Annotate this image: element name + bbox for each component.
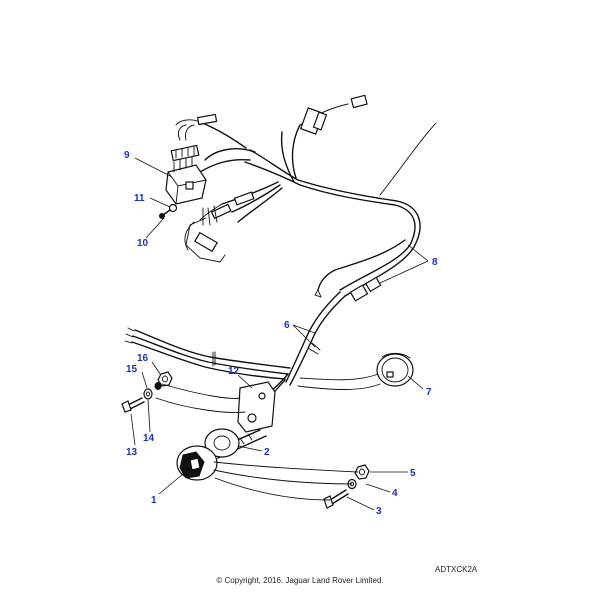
callout-5: 5 [410, 468, 416, 479]
screw-and-washer [159, 203, 178, 219]
diagram-reference-code: ADTXCK2A [435, 565, 478, 574]
callout-13: 13 [126, 447, 138, 458]
callout-14: 14 [143, 433, 155, 444]
callout-7: 7 [426, 387, 432, 398]
callout-8: 8 [432, 257, 438, 268]
switch-harness [124, 327, 321, 405]
callout-3: 3 [376, 506, 382, 517]
fixing-kit-right [323, 464, 370, 509]
copyright-notice: © Copyright, 2016. Jaguar Land Rover Lim… [216, 576, 384, 585]
switch-washer [204, 428, 240, 458]
callout-12: 12 [228, 366, 240, 377]
callout-11: 11 [134, 193, 145, 204]
switch-assembly [176, 445, 218, 481]
assembly-lines [155, 373, 381, 501]
callout-6: 6 [284, 320, 290, 331]
callout-leaders [130, 157, 429, 511]
relay-unit [165, 124, 207, 205]
fixing-kit-left [121, 371, 173, 413]
callout-4: 4 [392, 488, 398, 499]
callout-15: 15 [126, 364, 138, 375]
callout-10: 10 [137, 238, 149, 249]
callout-16: 16 [137, 353, 149, 364]
main-wiring-harness [175, 94, 437, 386]
callout-1: 1 [151, 495, 157, 506]
callout-9: 9 [124, 150, 130, 161]
callout-labels: 1 2 3 4 5 6 7 8 9 10 11 12 13 14 15 16 [124, 150, 438, 517]
callout-2: 2 [264, 447, 270, 458]
grommet [376, 352, 414, 387]
